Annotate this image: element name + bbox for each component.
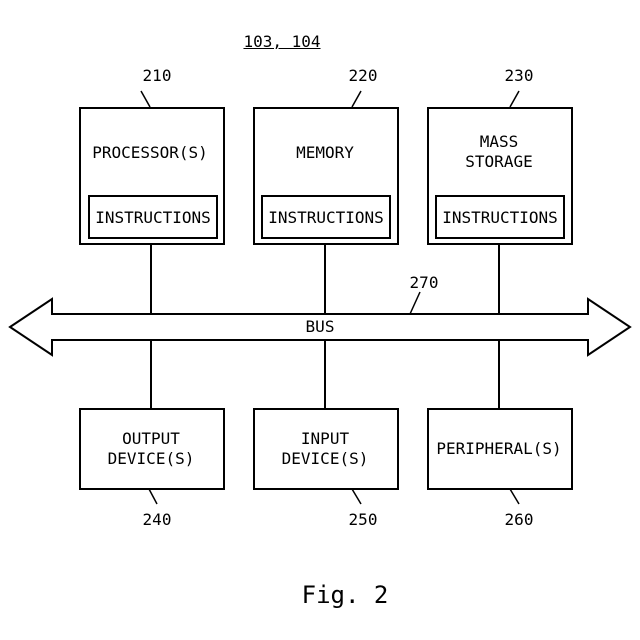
leader-250	[352, 489, 361, 504]
input-devices-label-line2: DEVICE(S)	[282, 449, 369, 469]
mass-storage-label: MASS STORAGE	[465, 132, 532, 172]
ref-260: 260	[505, 510, 534, 530]
mass-storage-label-line1: MASS	[480, 132, 519, 152]
memory-block: INSTRUCTIONS	[253, 107, 399, 245]
figure-ref-title: 103, 104	[243, 32, 320, 52]
ref-240: 240	[143, 510, 172, 530]
output-devices-label-line1: OUTPUT	[122, 429, 180, 449]
bus-label: BUS	[306, 317, 335, 337]
leader-240	[149, 489, 157, 504]
ref-220: 220	[349, 66, 378, 86]
input-devices-label: INPUT DEVICE(S)	[282, 429, 369, 469]
processor-instructions-box: INSTRUCTIONS	[88, 195, 218, 239]
processor-label: PROCESSOR(S)	[92, 143, 208, 163]
processor-instructions-label: INSTRUCTIONS	[95, 208, 211, 227]
leader-210	[141, 91, 150, 107]
leader-230	[510, 91, 519, 107]
mass-storage-label-line2: STORAGE	[465, 152, 532, 172]
peripherals-label: PERIPHERAL(S)	[436, 439, 561, 459]
figure-caption: Fig. 2	[302, 585, 389, 605]
mass-storage-block: INSTRUCTIONS	[427, 107, 573, 245]
leader-270	[410, 292, 420, 314]
mass-storage-instructions-box: INSTRUCTIONS	[435, 195, 565, 239]
leader-260	[510, 489, 519, 504]
mass-storage-instructions-label: INSTRUCTIONS	[442, 208, 558, 227]
ref-250: 250	[349, 510, 378, 530]
memory-instructions-label: INSTRUCTIONS	[268, 208, 384, 227]
memory-instructions-box: INSTRUCTIONS	[261, 195, 391, 239]
ref-210: 210	[143, 66, 172, 86]
leader-220	[352, 91, 361, 107]
ref-230: 230	[505, 66, 534, 86]
input-devices-label-line1: INPUT	[301, 429, 349, 449]
ref-270: 270	[410, 273, 439, 293]
processor-block: INSTRUCTIONS	[79, 107, 225, 245]
memory-label: MEMORY	[296, 143, 354, 163]
output-devices-label-line2: DEVICE(S)	[108, 449, 195, 469]
output-devices-label: OUTPUT DEVICE(S)	[108, 429, 195, 469]
